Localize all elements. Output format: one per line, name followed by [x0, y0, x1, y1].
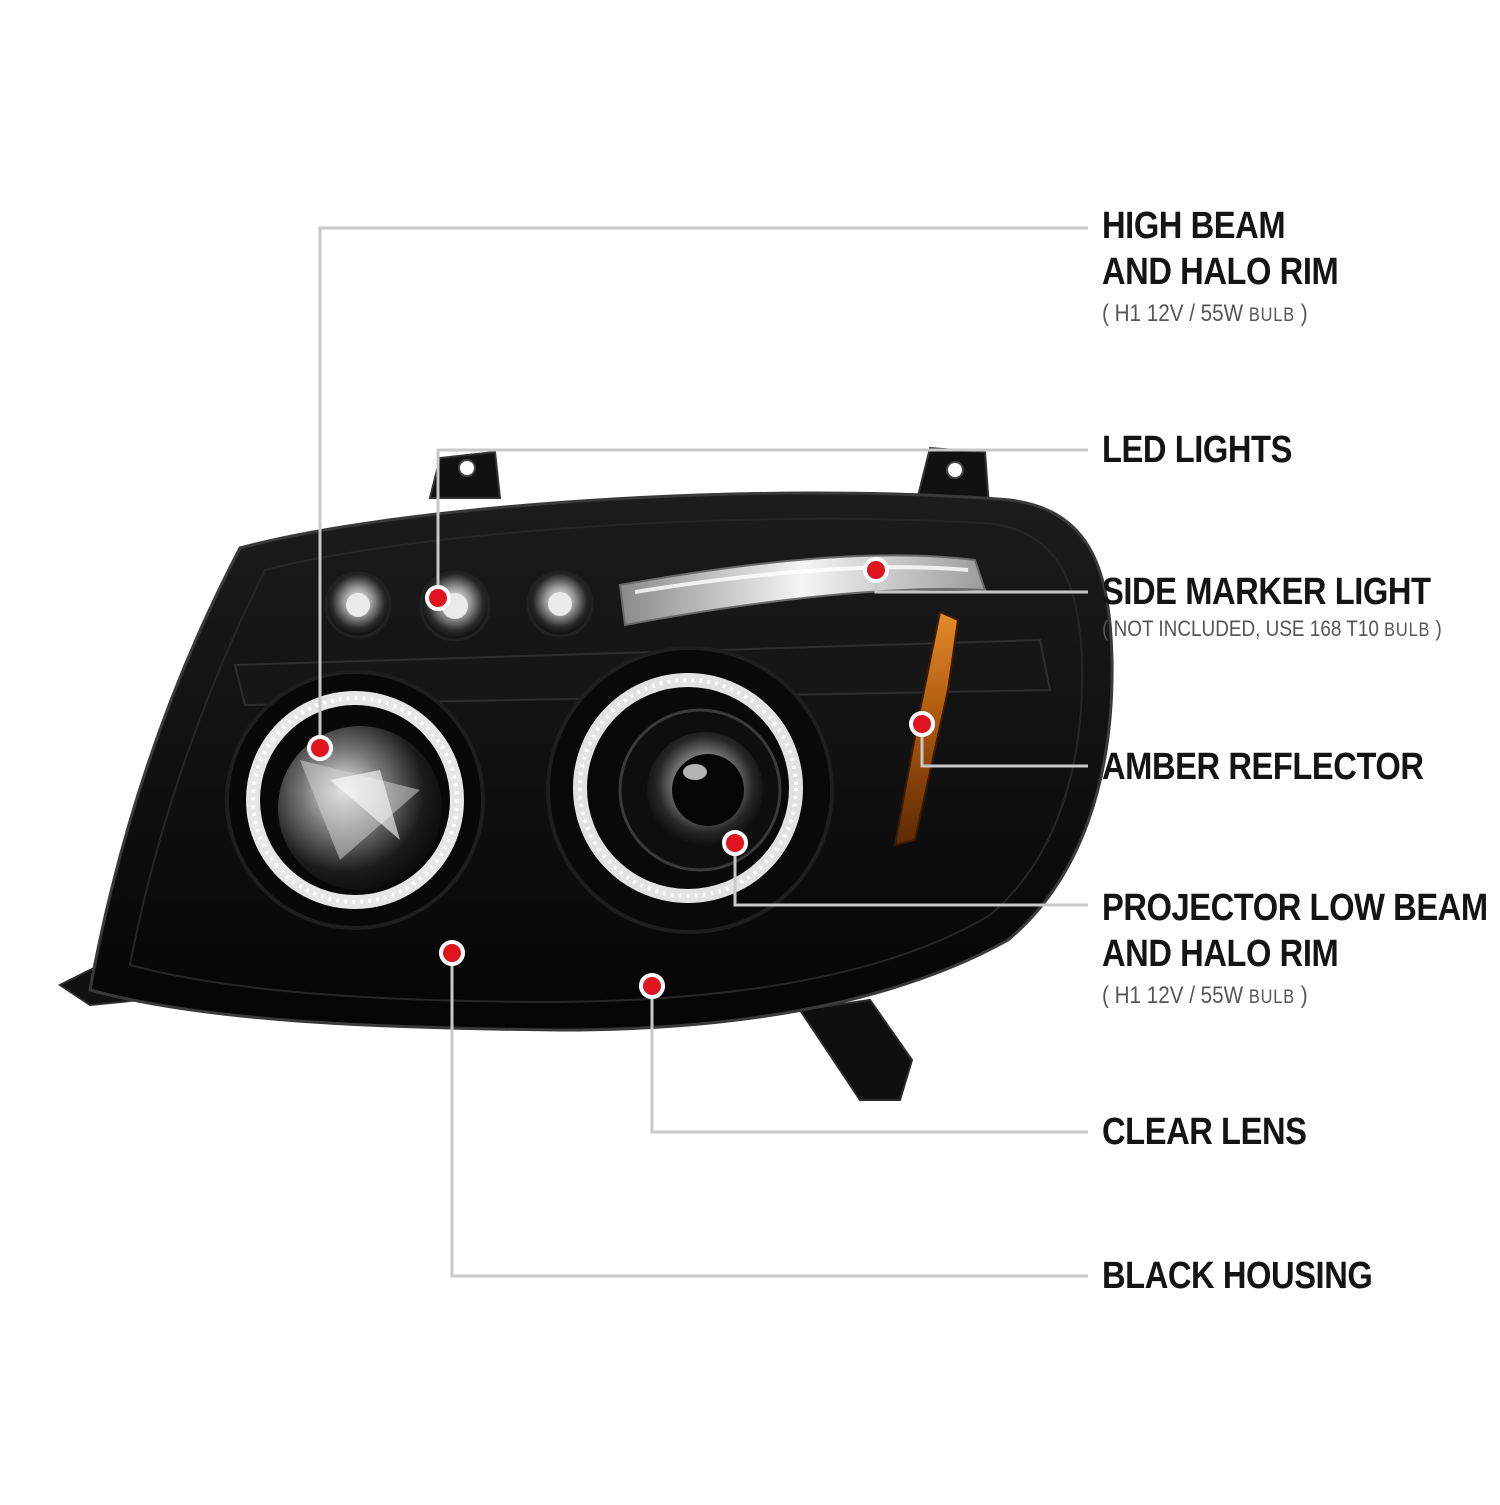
- marker-dot-led-lights: [425, 585, 451, 611]
- note-bulb: BULB: [1248, 305, 1295, 326]
- leader-clear-lens: [650, 986, 1088, 1134]
- led-pods: [324, 570, 594, 642]
- callout-title: BLACK HOUSING: [1102, 1255, 1373, 1297]
- leader-led-lights: [436, 448, 1088, 598]
- note-bracket: (: [1102, 616, 1109, 641]
- note-bracket: (: [1102, 982, 1109, 1009]
- leader-projector: [733, 843, 1088, 907]
- callout-title-line2: AND HALO RIM: [1102, 933, 1339, 975]
- note-bulb: BULB: [1384, 620, 1431, 641]
- callout-note: ( NOT INCLUDED, USE 168 T10 BULB ): [1102, 615, 1442, 645]
- leader-lines: [318, 226, 1088, 1278]
- leader-black-housing: [450, 953, 1088, 1278]
- note-spec: H1 12V / 55W: [1114, 982, 1244, 1009]
- callout-note: ( H1 12V / 55W BULB ): [1102, 300, 1308, 330]
- marker-dot-clear-lens: [639, 973, 665, 999]
- callout-title-line2: AND HALO RIM: [1102, 251, 1339, 293]
- marker-dot-amber-reflector: [909, 711, 935, 737]
- callout-title: HIGH BEAM: [1102, 205, 1286, 247]
- mount-bracket-bottom: [798, 998, 914, 1101]
- high-beam-unit: [225, 670, 485, 930]
- marker-dot-side-marker: [863, 557, 889, 583]
- note-bracket: ): [1300, 300, 1308, 327]
- note-spec: H1 12V / 55W: [1114, 300, 1244, 327]
- marker-dot-black-housing: [439, 940, 465, 966]
- callout-title: PROJECTOR LOW BEAM: [1102, 887, 1488, 929]
- callout-title: SIDE MARKER LIGHT: [1102, 571, 1431, 613]
- leader-high-beam: [318, 226, 1088, 748]
- housing-inner-rim: [128, 517, 1084, 1004]
- callout-title: AMBER REFLECTOR: [1102, 746, 1424, 788]
- note-bracket: (: [1102, 300, 1109, 327]
- callout-title: LED LIGHTS: [1102, 429, 1292, 471]
- note-bulb: BULB: [1248, 987, 1295, 1008]
- marker-dots: [307, 557, 935, 999]
- projector-low-beam-unit: [546, 646, 834, 934]
- note-text: NOT INCLUDED, USE 168 T10: [1113, 616, 1379, 641]
- note-bracket: ): [1300, 982, 1308, 1009]
- callout-note: ( H1 12V / 55W BULB ): [1102, 982, 1308, 1012]
- marker-dot-high-beam: [307, 735, 333, 761]
- leader-amber-reflector: [920, 724, 1088, 768]
- callout-title: CLEAR LENS: [1102, 1111, 1307, 1153]
- side-marker-strip: [618, 554, 987, 627]
- note-bracket: ): [1435, 616, 1442, 641]
- marker-dot-projector: [722, 830, 748, 856]
